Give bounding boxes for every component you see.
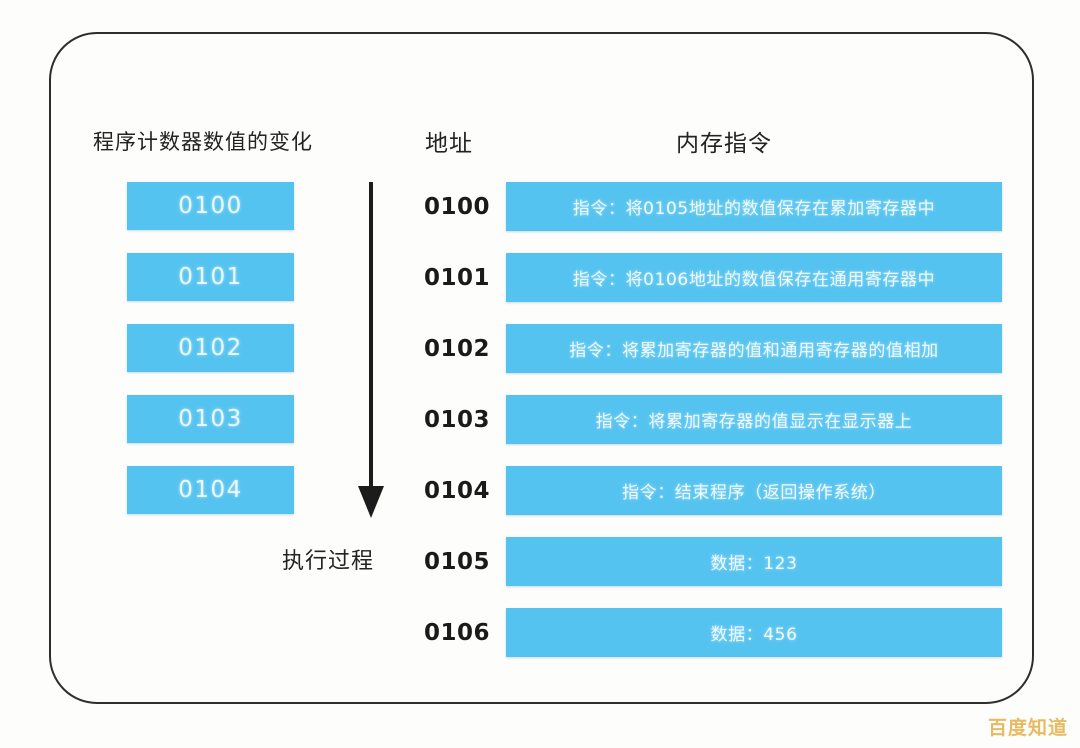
table-row: 0105 数据：123 — [424, 537, 1002, 586]
memory-cell: 数据：123 — [506, 537, 1002, 586]
program-counter-column-heading: 程序计数器数值的变化 — [93, 130, 313, 154]
memory-cell-text: 数据：456 — [710, 625, 798, 645]
table-row: 0102 指令：将累加寄存器的值和通用寄存器的值相加 — [424, 324, 1002, 373]
execution-process-label: 执行过程 — [282, 549, 375, 574]
watermark: 百度知道 — [987, 717, 1068, 739]
memory-address: 0101 — [424, 264, 491, 291]
memory-cell-text: 指令：将0105地址的数值保存在累加寄存器中 — [572, 199, 936, 219]
memory-cell: 指令：结束程序（返回操作系统） — [506, 466, 1002, 515]
program-counter-box: 0100 — [127, 182, 294, 230]
memory-cell-text: 指令：将累加寄存器的值显示在显示器上 — [595, 412, 913, 432]
program-counter-value: 0100 — [178, 193, 243, 219]
memory-cell-text: 指令：将0106地址的数值保存在通用寄存器中 — [572, 270, 936, 290]
memory-address: 0106 — [424, 619, 491, 646]
table-row: 0100 指令：将0105地址的数值保存在累加寄存器中 — [424, 182, 1002, 231]
memory-address: 0104 — [424, 477, 491, 504]
program-counter-list: 0100 0101 0102 0103 0104 — [127, 182, 294, 537]
memory-cell-text: 指令：将累加寄存器的值和通用寄存器的值相加 — [569, 341, 939, 361]
table-row: 0106 数据：456 — [424, 608, 1002, 657]
program-counter-value: 0101 — [178, 264, 243, 290]
memory-table: 0100 指令：将0105地址的数值保存在累加寄存器中 0101 指令：将0106地址… — [424, 182, 1002, 679]
program-counter-value: 0103 — [178, 406, 243, 432]
memory-cell: 指令：将累加寄存器的值和通用寄存器的值相加 — [506, 324, 1002, 373]
memory-address: 0102 — [424, 335, 491, 362]
memory-cell-text: 数据：123 — [710, 554, 798, 574]
table-row: 0101 指令：将0106地址的数值保存在通用寄存器中 — [424, 253, 1002, 302]
program-counter-value: 0104 — [178, 477, 243, 503]
down-arrow-icon — [345, 180, 397, 520]
memory-address: 0100 — [424, 193, 491, 220]
memory-column-heading: 内存指令 — [676, 131, 772, 157]
program-counter-box: 0104 — [127, 466, 294, 514]
memory-cell: 指令：将累加寄存器的值显示在显示器上 — [506, 395, 1002, 444]
address-column-heading: 地址 — [425, 131, 473, 157]
table-row: 0104 指令：结束程序（返回操作系统） — [424, 466, 1002, 515]
table-row: 0103 指令：将累加寄存器的值显示在显示器上 — [424, 395, 1002, 444]
program-counter-value: 0102 — [178, 335, 243, 361]
memory-cell: 指令：将0105地址的数值保存在累加寄存器中 — [506, 182, 1002, 231]
program-counter-box: 0102 — [127, 324, 294, 372]
memory-address: 0105 — [424, 548, 491, 575]
memory-cell: 数据：456 — [506, 608, 1002, 657]
program-counter-box: 0101 — [127, 253, 294, 301]
program-counter-box: 0103 — [127, 395, 294, 443]
memory-cell: 指令：将0106地址的数值保存在通用寄存器中 — [506, 253, 1002, 302]
memory-address: 0103 — [424, 406, 491, 433]
card-outline — [49, 32, 1034, 704]
memory-cell-text: 指令：结束程序（返回操作系统） — [622, 483, 886, 503]
